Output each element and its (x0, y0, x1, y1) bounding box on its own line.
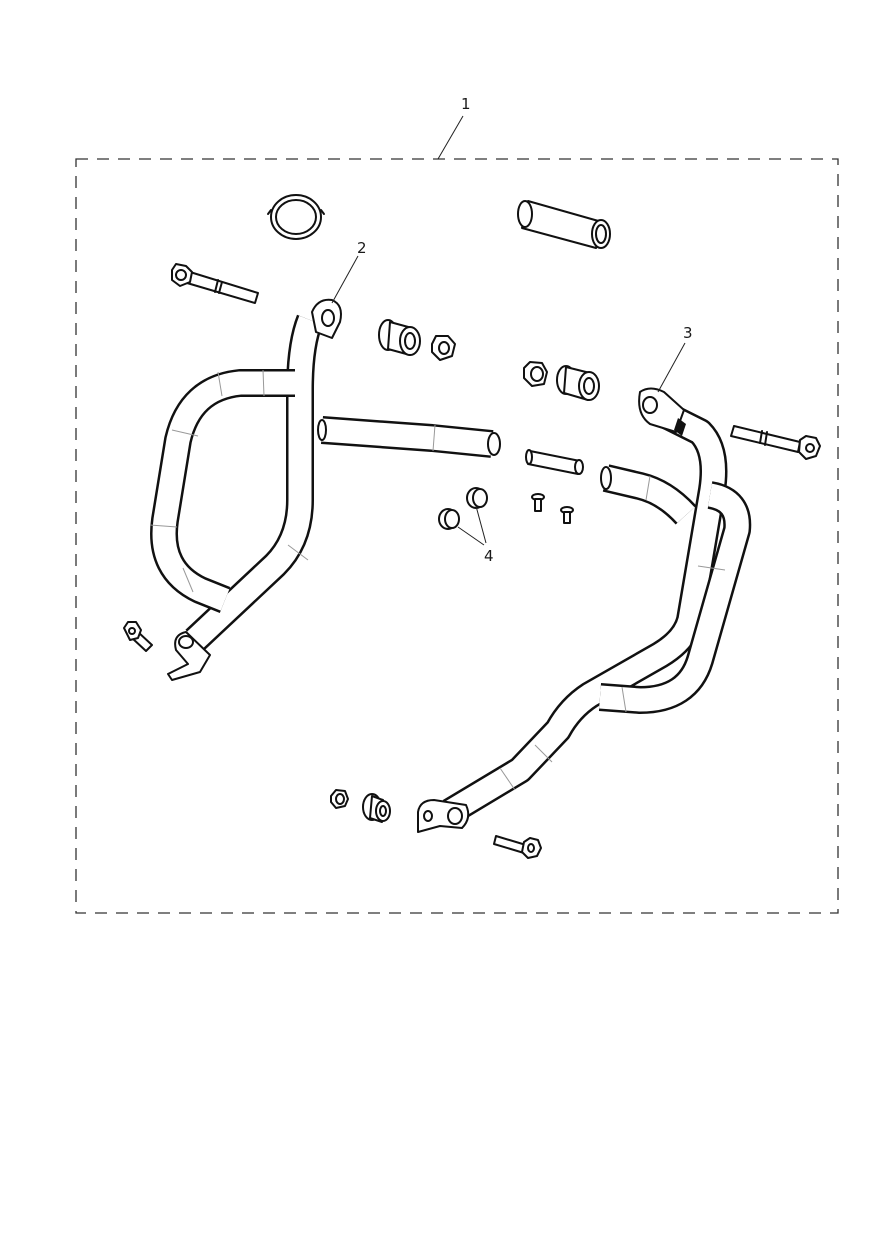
bushing-upper-left (378, 319, 421, 356)
kit-boundary (75, 158, 839, 914)
callout-3-label: 3 (683, 324, 693, 342)
bushing-lower (362, 793, 391, 823)
long-bolt-right (730, 425, 821, 460)
right-crash-bar (417, 387, 752, 833)
callout-2: 2 (331, 239, 367, 304)
nut-upper-right (523, 361, 548, 387)
callout-4: 4 (457, 505, 494, 565)
nut-lower (330, 789, 349, 809)
spacer-tube (517, 200, 611, 249)
callout-3: 3 (657, 324, 693, 393)
bolt-lower (493, 835, 542, 859)
dowel-pin (525, 449, 584, 475)
callout-1-label: 1 (461, 95, 471, 113)
screw-2 (560, 506, 574, 524)
callout-1: 1 (437, 95, 471, 160)
callout-2-label: 2 (357, 239, 367, 257)
bushing-upper-right (556, 365, 600, 401)
screw-1 (531, 493, 545, 512)
clamp-ring (267, 194, 325, 240)
small-bolt-left (123, 621, 153, 652)
sleeve-2 (466, 487, 488, 509)
left-crash-bar (149, 298, 501, 681)
long-bolt-left (171, 263, 259, 304)
sleeve-1 (438, 508, 460, 530)
callout-4-label: 4 (484, 547, 494, 565)
nut-upper-left (431, 335, 456, 361)
